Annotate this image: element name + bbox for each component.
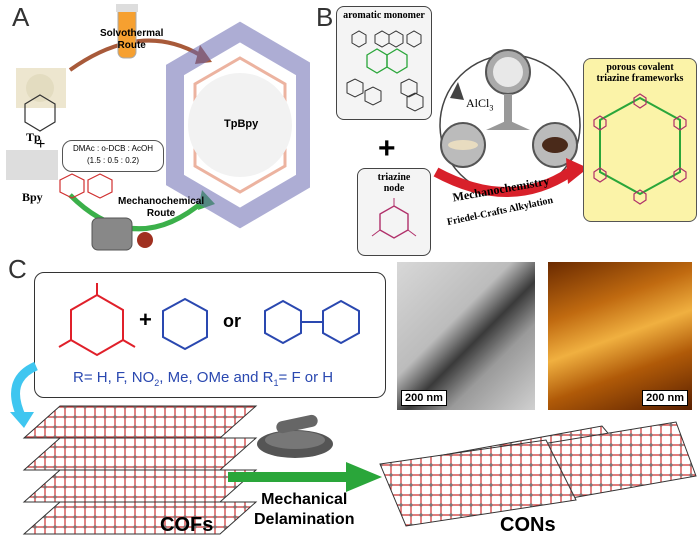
delamination-label: Mechanical Delamination [254,490,354,530]
cons-sheets [379,421,697,527]
substituent-sub-2: 1 [273,378,279,388]
substituent-sub-1: 2 [154,378,160,388]
panel-c-letter: C [8,254,27,284]
triazine-structure [371,198,417,239]
bpy-ring-1 [59,173,85,199]
substituent-text: R= H, F, NO2, Me, OMe and R1= F or H [73,369,333,388]
substituent-part-1: R= H, F, NO [73,369,155,386]
aromatic-monomer-box: aromatic monomer [336,6,432,120]
mechanochemical-arc [68,193,207,232]
tpbpy-label: TpBpy [224,118,259,130]
bpy-label: Bpy [22,190,43,204]
ball-mill-jar [91,217,133,251]
scheme-plus: + [139,307,152,332]
bpy-powder-image [6,150,58,180]
ball-mill-graphic [439,49,581,196]
solvothermal-label: Solvothermal Route [100,28,164,51]
panel-b-plus: + [378,132,396,165]
panel-a-letter: A [12,2,30,32]
afm-scale-bar: 200 nm [642,390,688,406]
triazine-node-title: triazine node [377,172,411,194]
afm-scale-label: 200 nm [646,392,684,404]
tp-label: Tp [26,130,41,144]
tem-image: 200 nm [397,262,535,410]
cyan-arrow [10,361,39,428]
catalyst-subscript: 3 [489,103,494,113]
mechanochemical-label: Mechanochemical Route [118,196,205,219]
mechanochemistry-arrow [433,158,588,197]
triazine-node-box: triazine node [357,168,431,256]
ctf-structure [593,93,687,205]
panel-a-plus: + [36,136,46,153]
catalyst-label: AlCl3 [466,96,493,112]
scheme-or: or [223,311,241,331]
delamination-line-2: Delamination [254,511,355,528]
con-sheet-3 [379,439,577,527]
cons-label: CONs [500,514,556,536]
cofs-stack [22,405,258,535]
cof-sheet-1 [22,405,258,439]
afm-image: 200 nm [548,262,692,410]
delamination-arrow [228,462,382,492]
solvothermal-arc [68,38,202,72]
solvent-line-1: DMAc : o-DCB : AcOH [72,144,153,153]
monomer-scheme-box: + or R= H, F, NO2, Me, OMe and R1= F or … [34,272,386,398]
cof-sheet-4 [22,501,258,535]
aromatic-monomer-title: aromatic monomer [343,10,425,21]
panel-b-letter: B [316,2,334,32]
aromatic-monomer-structures [346,30,424,112]
cof-sheet-2 [22,437,258,471]
delamination-line-1: Mechanical [261,491,348,508]
product-title: porous covalent triazine frameworks [596,62,684,84]
bpy-ring-2 [87,173,113,199]
solvent-ratio-box: DMAc : o-DCB : AcOH (1.5 : 0.5 : 0.2) [62,140,164,172]
catalyst-text: AlCl [466,96,490,110]
cofs-label: COFs [160,514,214,536]
substituent-part-2: , Me, OMe and R [159,369,274,386]
product-box: porous covalent triazine frameworks [583,58,697,222]
tpbpy-framework [166,21,310,229]
panel-a-graphic [6,4,310,251]
mortar-icon [257,414,333,458]
tp-structure [24,94,56,132]
cof-sheet-3 [22,469,258,503]
solvent-line-2: (1.5 : 0.5 : 0.2) [86,156,140,165]
tem-scale-label: 200 nm [405,392,443,404]
tem-scale-bar: 200 nm [401,390,447,406]
substituent-part-3: = F or H [278,369,334,386]
monomer-scheme-structures [58,283,360,357]
